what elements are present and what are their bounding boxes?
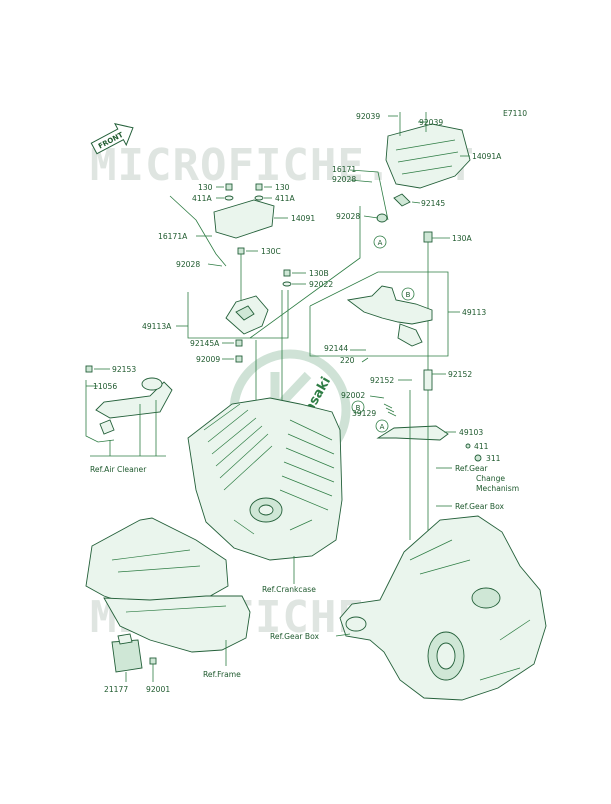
label-ref-gear-3: Mechanism	[476, 484, 519, 493]
label-130B: 130B	[309, 269, 329, 278]
label-411A-a: 411A	[192, 194, 212, 203]
label-92039-b: 92039	[419, 118, 443, 127]
label-92152-a: 92152	[370, 376, 394, 385]
label-16171-a: 16171	[332, 165, 356, 174]
label-ref-gear-box-2: Ref.Gear Box	[270, 632, 320, 641]
svg-text:A: A	[378, 239, 383, 247]
label-92028-b: 92028	[336, 212, 360, 221]
callout-b-right: B	[406, 291, 411, 299]
label-92144: 92144	[324, 344, 348, 353]
label-ref-crankcase: Ref.Crankcase	[262, 585, 316, 594]
label-49113A: 49113A	[142, 322, 172, 331]
label-49113: 49113	[462, 308, 486, 317]
label-ref-frame: Ref.Frame	[203, 670, 241, 679]
label-11056: 11056	[93, 382, 117, 391]
label-14091: 14091	[291, 214, 315, 223]
label-21177: 21177	[104, 685, 128, 694]
label-92153: 92153	[112, 365, 136, 374]
label-92039-a: 92039	[356, 112, 380, 121]
label-ref-gear-1: Ref.Gear	[455, 464, 488, 473]
svg-text:B: B	[356, 404, 361, 412]
gear-box	[339, 515, 547, 701]
label-39129: 39129	[352, 409, 376, 418]
callout-a-top: A	[373, 235, 387, 249]
label-311: 311	[486, 454, 501, 463]
label-92009: 92009	[196, 355, 220, 364]
diagram-code: E7110	[503, 109, 527, 118]
label-92001: 92001	[146, 685, 170, 694]
label-130-b: 130	[275, 183, 290, 192]
label-92145A: 92145A	[190, 339, 220, 348]
label-130C: 130C	[261, 247, 281, 256]
engine-crankcase	[187, 397, 343, 561]
label-ref-gear-box-1: Ref.Gear Box	[455, 502, 505, 511]
label-130-a: 130	[198, 183, 213, 192]
label-220: 220	[340, 356, 355, 365]
label-92002: 92002	[341, 391, 365, 400]
svg-text:A: A	[380, 423, 385, 431]
label-16171A: 16171A	[158, 232, 188, 241]
label-ref-air-cleaner: Ref.Air Cleaner	[90, 465, 147, 474]
guard-plate	[85, 517, 251, 653]
label-92152-b: 92152	[448, 370, 472, 379]
label-92022: 92022	[309, 280, 333, 289]
label-ref-gear-2: Change	[476, 474, 505, 483]
callout-b-left: B	[351, 400, 365, 414]
label-92028-c: 92028	[176, 260, 200, 269]
label-92145-a: 92145	[421, 199, 445, 208]
label-411A-b: 411A	[275, 194, 295, 203]
cover-14091A	[385, 112, 471, 189]
callout-a-bottom: A	[375, 419, 389, 433]
label-92028-a: 92028	[332, 175, 356, 184]
label-130A: 130A	[452, 234, 472, 243]
label-14091A: 14091A	[472, 152, 502, 161]
label-49103: 49103	[459, 428, 483, 437]
label-411: 411	[474, 442, 489, 451]
